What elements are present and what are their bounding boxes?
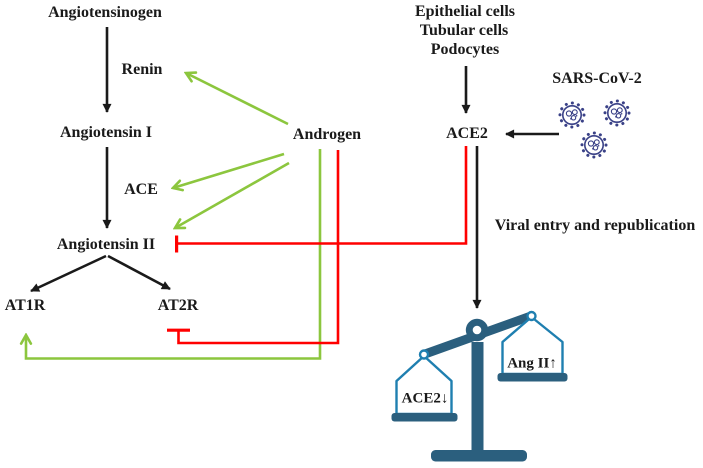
scale-pivot-hole	[472, 325, 482, 335]
red-inhibition-lines	[167, 146, 468, 345]
inhibition-androgen-to-at2r	[177, 150, 340, 345]
virus-icons	[558, 99, 631, 159]
black-pathway-arrows	[30, 27, 559, 309]
label-ace2: ACE2	[446, 124, 488, 142]
arrow-angiotensin2-to-at2r	[107, 254, 171, 291]
label-sars-cov-2: SARS-CoV-2	[552, 69, 642, 87]
virus-icon	[558, 101, 586, 129]
arrow-androgen-to-angiotensin2	[175, 161, 290, 228]
scale-post	[471, 342, 484, 454]
arrow-androgen-to-renin	[186, 73, 289, 126]
inhibition-ace2-to-angiotensin2	[178, 146, 468, 245]
label-angiotensinogen: Angiotensinogen	[48, 3, 162, 21]
label-scale-right-pan: Ang II↑	[507, 355, 557, 372]
label-tubular-cells: Tubular cells	[419, 21, 509, 39]
label-scale-left-pan: ACE2↓	[401, 390, 449, 407]
arrow-androgen-to-ace	[173, 152, 285, 188]
scale-left-pan-base	[391, 413, 458, 422]
label-epithelial-cells: Epithelial cells	[415, 2, 515, 20]
balance-scale	[391, 310, 568, 462]
label-renin: Renin	[121, 60, 163, 78]
label-at2r: AT2R	[157, 296, 199, 314]
label-at1r: AT1R	[4, 296, 46, 314]
virus-icon	[580, 131, 608, 159]
arrow-angiotensin2-to-at1r	[30, 254, 107, 293]
scale-left-ring	[418, 349, 430, 360]
scale-right-ring	[526, 310, 537, 322]
arrow-androgen-to-at1r	[26, 149, 322, 360]
virus-icon	[603, 99, 631, 127]
label-angiotensin-ii: Angiotensin II	[56, 235, 156, 253]
label-androgen: Androgen	[292, 125, 362, 143]
scale-base	[431, 450, 527, 462]
label-viral-entry: Viral entry and republication	[494, 216, 696, 234]
label-podocytes: Podocytes	[430, 40, 500, 58]
label-angiotensin-i: Angiotensin I	[59, 123, 153, 141]
scale-right-pan-base	[497, 373, 568, 382]
label-ace: ACE	[124, 180, 158, 198]
green-stimulation-arrows	[26, 73, 322, 360]
